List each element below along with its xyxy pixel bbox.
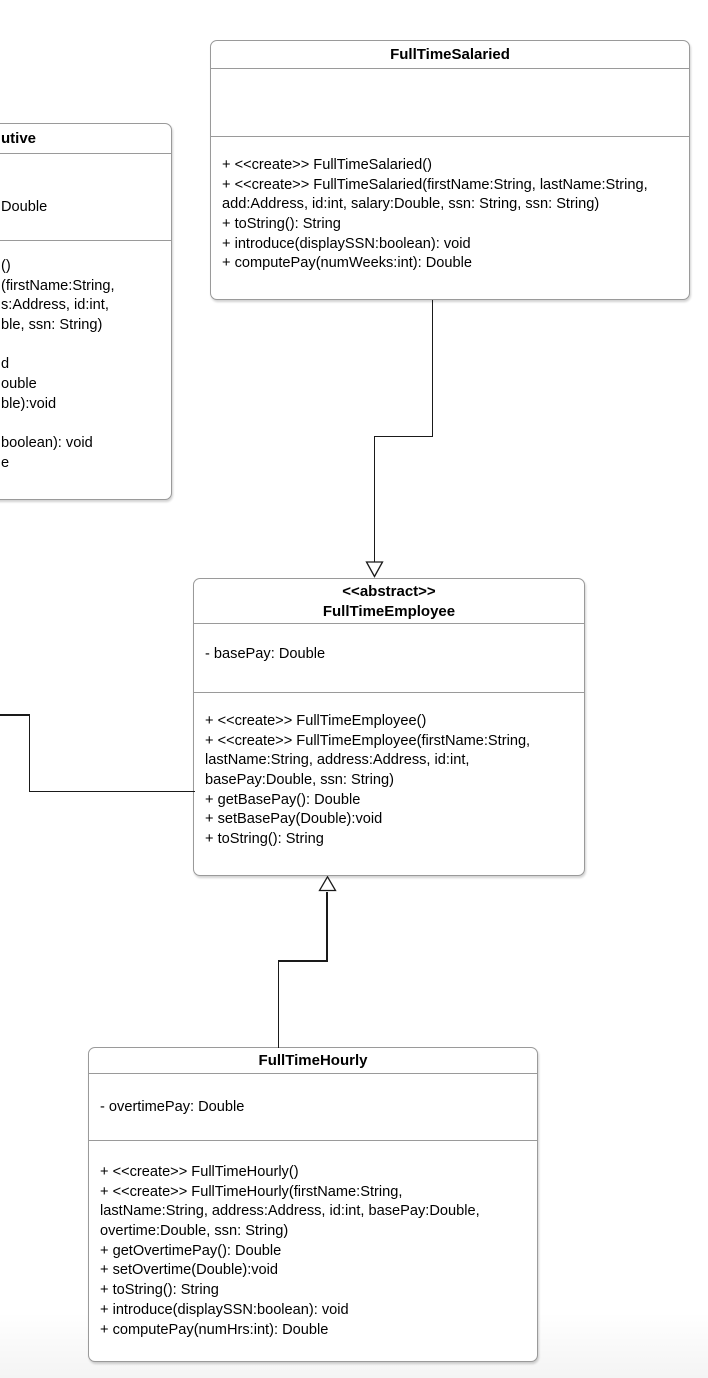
method-line: + getBasePay(): Double (205, 791, 361, 808)
method-line: + getOvertimePay(): Double (100, 1242, 282, 1259)
method-line: + <<create>> FullTimeHourly() (100, 1164, 299, 1180)
method-line: + setOvertime(Double):void (100, 1262, 279, 1279)
method-line: add:Address, id:int, salary:Double, ssn:… (222, 196, 600, 213)
method-line: ouble (1, 376, 37, 393)
method-line: + toString(): String (205, 831, 324, 848)
class-title-fulltime-hourly: FullTimeHourly (89, 1048, 537, 1074)
method-line: s:Address, id:int, (1, 297, 109, 314)
method-line: + introduce(displaySSN:boolean): void (222, 235, 471, 252)
class-title-fulltime-employee: <<abstract>> FullTimeEmployee (194, 579, 584, 624)
class-attributes-fulltime-hourly: - overtimePay: Double (89, 1074, 537, 1141)
method-line: + toString(): String (100, 1282, 219, 1299)
attribute-line: - basePay: Double (205, 646, 326, 662)
class-methods-fulltime-employee: + <<create>> FullTimeEmployee() + <<crea… (194, 693, 584, 850)
generalization-arrow-down-icon (365, 561, 384, 578)
connector-hourly-employee-segment (277, 960, 279, 1048)
class-methods-fulltime-salaried: + <<create>> FullTimeSalaried() + <<crea… (211, 137, 689, 274)
method-line: lastName:String, address:Address, id:int… (100, 1203, 480, 1220)
method-line: + <<create>> FullTimeHourly(firstName:St… (100, 1183, 403, 1200)
method-line: ble):void (1, 395, 57, 412)
method-line: + introduce(displaySSN:boolean): void (100, 1301, 349, 1318)
class-box-fulltime-salaried[interactable]: FullTimeSalaried + <<create>> FullTimeSa… (210, 40, 690, 300)
method-line: + <<create>> FullTimeSalaried() (222, 157, 432, 173)
method-line: + computePay(numWeeks:int): Double (222, 255, 472, 272)
connector-left-employee-segment (28, 790, 195, 793)
method-line (1, 415, 171, 435)
method-line: + <<create>> FullTimeEmployee(firstName:… (205, 732, 531, 749)
method-line: lastName:String, address:Address, id:int… (205, 752, 470, 769)
method-line: + setBasePay(Double):void (205, 811, 383, 828)
class-box-fulltime-employee[interactable]: <<abstract>> FullTimeEmployee - basePay:… (193, 578, 585, 876)
connector-left-employee-segment (28, 714, 30, 793)
method-line: + <<create>> FullTimeEmployee() (205, 713, 427, 729)
method-line: (firstName:String, (1, 277, 115, 294)
class-methods-fulltime-hourly: + <<create>> FullTimeHourly() + <<create… (89, 1141, 537, 1340)
class-box-executive-partial[interactable]: utive Double () (firstName:String, s:Add… (0, 123, 172, 500)
connector-salaried-employee-segment (432, 300, 434, 438)
generalization-arrow-up-icon (318, 876, 337, 892)
class-stereotype: <<abstract>> (342, 583, 436, 600)
method-line: e (1, 454, 10, 471)
class-attributes-fulltime-employee: - basePay: Double (194, 624, 584, 693)
class-title-executive-fragment: utive (0, 124, 171, 154)
class-attributes-fulltime-salaried (211, 69, 689, 137)
method-line: () (1, 258, 11, 274)
method-line: d (1, 356, 10, 373)
connector-salaried-employee-segment (373, 436, 434, 438)
connector-hourly-employee-segment (277, 960, 328, 962)
method-line: ble, ssn: String) (1, 317, 103, 334)
class-box-fulltime-hourly[interactable]: FullTimeHourly - overtimePay: Double + <… (88, 1047, 538, 1362)
class-methods-executive: () (firstName:String, s:Address, id:int,… (0, 241, 171, 474)
method-line: + toString(): String (222, 216, 341, 233)
attribute-line: - overtimePay: Double (100, 1099, 245, 1115)
connector-hourly-employee-segment (326, 891, 328, 962)
method-line (1, 336, 171, 356)
method-line: overtime:Double, ssn: String) (100, 1223, 289, 1240)
attribute-line: Double (1, 199, 48, 215)
class-title-fulltime-salaried: FullTimeSalaried (211, 41, 689, 69)
method-line: boolean): void (1, 435, 93, 452)
class-name: FullTimeEmployee (322, 602, 456, 620)
method-line: + computePay(numHrs:int): Double (100, 1321, 329, 1338)
connector-salaried-employee-segment (373, 436, 375, 562)
class-attributes-executive: Double (0, 154, 171, 241)
method-line: + <<create>> FullTimeSalaried(firstName:… (222, 176, 648, 193)
method-line: basePay:Double, ssn: String) (205, 772, 395, 789)
connector-left-employee-segment (0, 714, 30, 716)
